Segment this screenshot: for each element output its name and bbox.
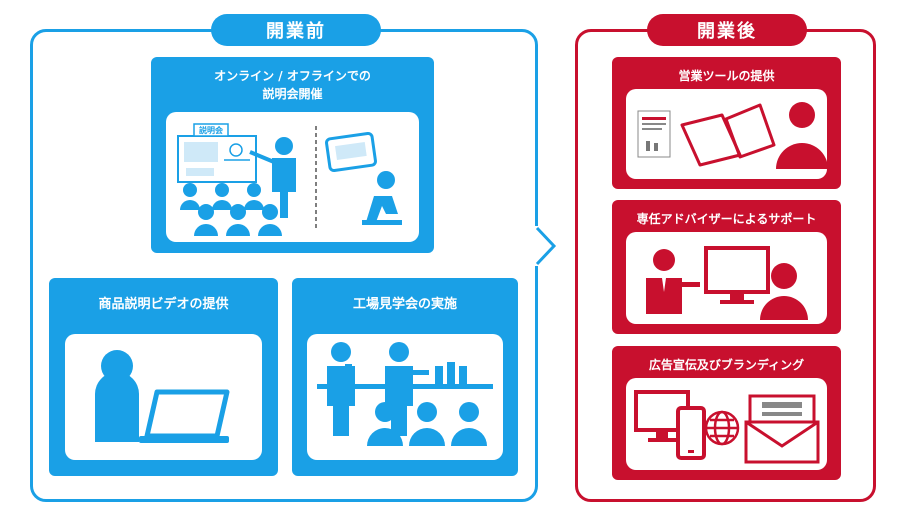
advertising-title: 広告宣伝及びブランディング — [648, 358, 805, 372]
visitors-icon — [367, 402, 487, 446]
advisor-illustration — [626, 232, 827, 324]
seminar-title-line2: 説明会開催 — [262, 87, 323, 101]
sales-tools-card: 営業ツールの提供 — [612, 57, 841, 189]
sales-tools-illustration — [626, 89, 827, 179]
globe-icon — [704, 410, 740, 446]
advertising-scene — [634, 390, 820, 464]
factory-illustration — [307, 334, 503, 460]
seminar-illustration: 説明会 — [166, 112, 419, 242]
arrow-right-icon — [535, 226, 557, 266]
envelope-icon — [744, 394, 820, 464]
board-label: 説明会 — [199, 125, 223, 135]
seminar-card: オンライン / オフラインでの 説明会開催 説明会 — [151, 57, 434, 253]
sales-tools-title: 営業ツールの提供 — [678, 69, 775, 83]
audience-icon — [180, 183, 282, 236]
presenter-icon — [249, 137, 296, 218]
person-icon — [776, 102, 827, 169]
advisor-scene — [646, 246, 808, 320]
factory-card: 工場見学会の実施 — [292, 278, 518, 476]
seminar-title-line1: オンライン / オフラインでの — [214, 69, 371, 83]
factory-title: 工場見学会の実施 — [352, 297, 457, 312]
staff-icon — [327, 342, 429, 436]
open-book-icon — [680, 103, 776, 167]
video-illustration — [65, 334, 262, 460]
booklet-icon — [637, 110, 671, 158]
phone-icon — [676, 406, 706, 460]
advisor-icon — [646, 249, 700, 314]
factory-scene — [317, 342, 493, 446]
after-opening-heading: 開業後 — [647, 14, 807, 46]
video-scene — [95, 350, 230, 443]
advisor-card: 専任アドバイザーによるサポート — [612, 200, 841, 334]
laptop-icon — [139, 389, 230, 443]
online-viewer-icon — [325, 131, 402, 225]
monitor-icon — [704, 246, 770, 304]
sales-tools-scene — [637, 102, 827, 169]
video-title: 商品説明ビデオの提供 — [98, 297, 229, 312]
advertising-illustration — [626, 378, 827, 470]
video-card: 商品説明ビデオの提供 — [49, 278, 278, 476]
whiteboard-icon — [177, 135, 257, 183]
person-icon — [95, 350, 139, 442]
person-icon — [760, 263, 808, 320]
seminar-scene: 説明会 — [177, 123, 402, 236]
before-opening-heading: 開業前 — [211, 14, 381, 46]
advertising-card: 広告宣伝及びブランディング — [612, 346, 841, 480]
advisor-title: 専任アドバイザーによるサポート — [636, 212, 817, 226]
